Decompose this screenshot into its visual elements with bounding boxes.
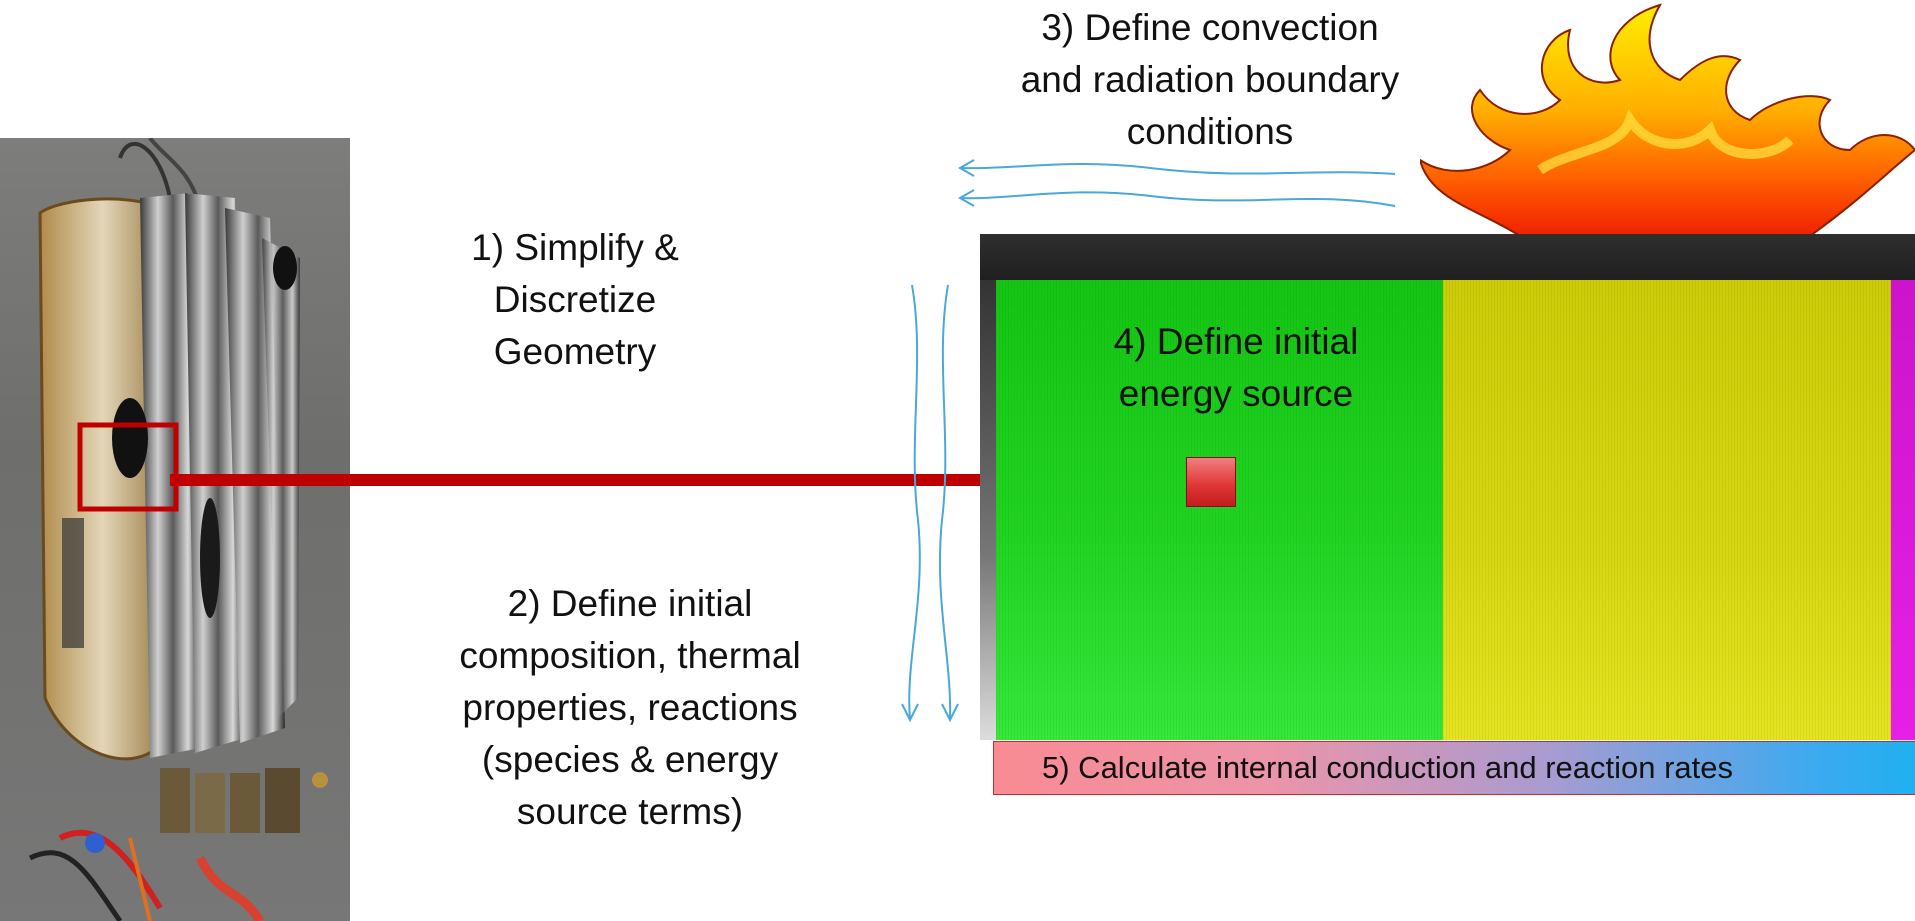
zone-magenta (1891, 280, 1915, 740)
step2-line: source terms) (516, 791, 744, 832)
step1-label: 1) Simplify & Discretize Geometry (420, 222, 730, 378)
step4-line: energy source (1118, 373, 1354, 414)
zone-yellow (1443, 280, 1891, 740)
step4-label: 4) Define initial energy source (1056, 316, 1416, 420)
panel-top-boundary (980, 234, 1915, 280)
battery-photo-drawing (28, 138, 328, 921)
step2-line: 2) Define initial (507, 583, 753, 624)
step3-line: conditions (1126, 111, 1294, 152)
step5-bar: 5) Calculate internal conduction and rea… (993, 741, 1915, 795)
step2-label: 2) Define initial composition, thermal p… (420, 578, 840, 838)
step1-line: 1) Simplify & (471, 227, 679, 268)
energy-source-square (1186, 457, 1236, 507)
step5-label: 5) Calculate internal conduction and rea… (1042, 750, 1734, 785)
step2-line: properties, reactions (462, 687, 798, 728)
panel-left-boundary (980, 280, 996, 740)
step3-line: 3) Define convection (1041, 7, 1379, 48)
step3-label: 3) Define convection and radiation bound… (1000, 2, 1420, 158)
step2-line: composition, thermal (459, 635, 801, 676)
step2-line: (species & energy (481, 739, 779, 780)
battery-photo (0, 138, 350, 921)
step3-line: and radiation boundary (1020, 59, 1400, 100)
step1-line: Discretize (493, 279, 657, 320)
conduction-arrows (901, 284, 959, 723)
flame-icon (1420, 3, 1915, 236)
convection-arrows (957, 159, 1396, 207)
zone-green (996, 280, 1443, 740)
step4-line: 4) Define initial (1113, 321, 1359, 362)
step1-line: Geometry (493, 331, 657, 372)
